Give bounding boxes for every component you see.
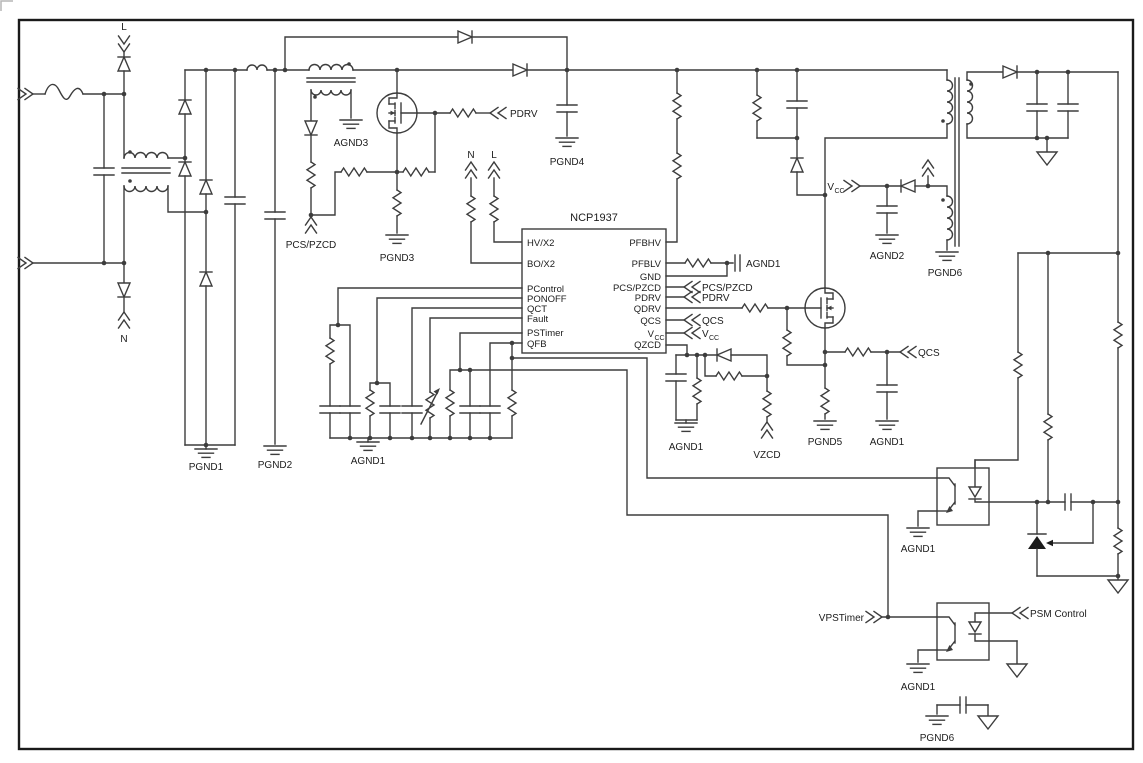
label-pdrv-conn: PDRV (702, 293, 730, 304)
bridge-rectifier-section (178, 69, 287, 459)
ic-part-number: NCP1937 (570, 212, 618, 224)
label-agnd1-opto1: AGND1 (901, 544, 936, 555)
label-qcs-right: QCS (918, 348, 940, 359)
label-pgnd2: PGND2 (258, 460, 293, 471)
ic-pin-pcontrol: PControl (527, 284, 564, 295)
pfc-choke (308, 63, 354, 71)
ic-pin-fault: Fault (527, 314, 548, 325)
label-agnd1-net: AGND1 (351, 456, 386, 467)
label-pgnd6-bottom: PGND6 (920, 733, 955, 744)
ic-pin-pfbhv: PFBHV (629, 238, 661, 249)
fuse (44, 83, 84, 100)
label-vcc-conn-sub: CC (709, 335, 719, 342)
ic-pin-qct: QCT (527, 304, 547, 315)
label-agnd2: AGND2 (870, 251, 905, 262)
ic-ncp1937 (521, 228, 667, 354)
ic-pin-pfblv: PFBLV (632, 259, 662, 270)
ic-pin-qfb: QFB (527, 339, 547, 350)
transformer-aux (946, 195, 954, 241)
ic-pin-hvx2: HV/X2 (527, 238, 554, 249)
label-pcs-pzcd-left: PCS/PZCD (286, 240, 337, 251)
ic-pin-vcc-sub: CC (655, 335, 665, 342)
corner-artifact (0, 0, 13, 11)
label-vpstimer: VPSTimer (819, 613, 865, 624)
y-cap-section (925, 696, 999, 730)
input-emi-section (17, 35, 207, 329)
cm-choke-top (123, 151, 169, 159)
label-agnd1-qzcd: AGND1 (669, 442, 704, 453)
ic-pin-vcc-base: V (648, 329, 655, 340)
ic-right-networks (665, 69, 806, 439)
page-border (17, 18, 1135, 751)
hv-sense-section (464, 161, 523, 264)
bus-inductor (246, 64, 268, 71)
label-agnd1-pfblv: AGND1 (746, 259, 781, 270)
pfc-choke-aux (310, 89, 352, 96)
label-pgnd6-top: PGND6 (928, 268, 963, 279)
pfc-section (184, 30, 948, 245)
flyback-section (752, 69, 974, 289)
opto-psm (865, 602, 1029, 678)
labels: L N PGND1 PGND2 AGND3 PCS/PZCD PGND3 PDR… (120, 22, 1086, 744)
ic-pin-qzcd: QZCD (634, 340, 661, 351)
qr-mosfet (804, 287, 846, 329)
pfc-mosfet (376, 69, 418, 134)
label-pcs-pzcd-conn: PCS/PZCD (702, 283, 753, 294)
label-line-mid: L (491, 150, 497, 161)
ic-pin-box2: BO/X2 (527, 259, 555, 270)
ic-pin-ponoff: PONOFF (527, 294, 567, 305)
label-agnd1-qcs: AGND1 (870, 437, 905, 448)
label-qcs-conn: QCS (702, 316, 724, 327)
ic-left-networks (319, 287, 938, 618)
label-vcc-conn-base: V (702, 329, 709, 340)
transformer-secondary (966, 79, 974, 125)
qr-mosfet-section (782, 287, 917, 431)
ic-pin-pcs-pzcd: PCS/PZCD (613, 283, 661, 294)
label-vcc-aux-base: V (827, 182, 834, 193)
tl431 (1027, 501, 1094, 577)
opto-feedback (906, 459, 990, 538)
label-neutral-mid: N (467, 150, 474, 161)
ic-pin-qdrv: QDRV (634, 304, 662, 315)
label-pgnd4: PGND4 (550, 157, 585, 168)
secondary-section (966, 65, 1129, 594)
ic-pin-qcs: QCS (640, 316, 661, 327)
label-vzcd: VZCD (753, 450, 780, 461)
transformer-primary (946, 79, 954, 125)
label-neutral-bottom: N (120, 334, 127, 345)
label-agnd3: AGND3 (334, 138, 369, 149)
label-psm-control: PSM Control (1030, 609, 1087, 620)
ic-pin-gnd: GND (640, 272, 661, 283)
label-agnd1-opto2: AGND1 (901, 682, 936, 693)
label-pdrv-top: PDRV (510, 109, 538, 120)
label-vcc-aux-sub: CC (835, 188, 845, 195)
ic-pin-pstimer: PSTimer (527, 328, 564, 339)
label-pgnd5: PGND5 (808, 437, 843, 448)
cm-choke-bottom (123, 185, 169, 193)
ic-pin-pdrv: PDRV (635, 293, 662, 304)
label-pgnd1: PGND1 (189, 462, 224, 473)
label-line-top: L (121, 22, 127, 33)
label-pgnd3: PGND3 (380, 253, 415, 264)
